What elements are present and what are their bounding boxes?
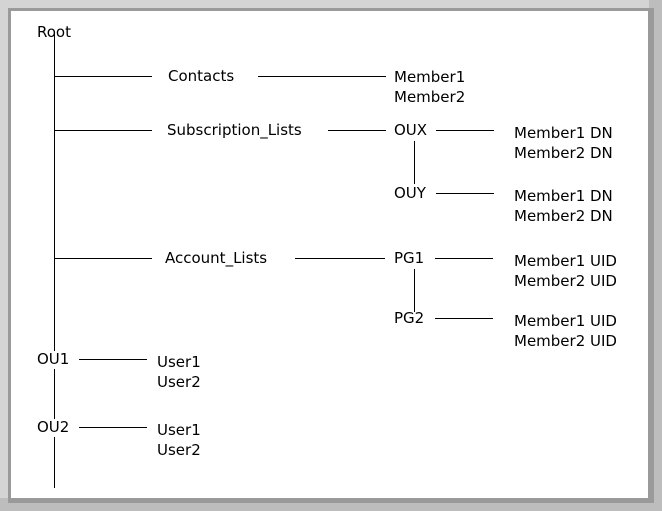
node-pg2: PG2 (394, 309, 425, 327)
frame-bevel-left (0, 0, 8, 511)
node-ou2: OU2 (37, 418, 70, 436)
node-subscription-lists: Subscription_Lists (167, 121, 302, 139)
connector-root-to-contacts (54, 76, 152, 77)
connector-ou1-ou2-spine (54, 369, 55, 419)
leaf-pg2-member1-uid: Member1 UID (514, 312, 617, 330)
connector-subscription-lists-to-oux (328, 130, 386, 131)
connector-pg2-to-members (435, 318, 493, 319)
leaf-pg1-member2-uid: Member2 UID (514, 272, 617, 290)
leaf-contacts-member2: Member2 (394, 88, 466, 106)
leaf-ou1-user1: User1 (157, 353, 201, 371)
leaf-ou2-user1: User1 (157, 421, 201, 439)
node-account-lists: Account_Lists (165, 249, 268, 267)
node-ouy: OUY (394, 184, 426, 202)
node-ou1: OU1 (37, 350, 70, 368)
leaf-pg1-member1-uid: Member1 UID (514, 252, 617, 270)
leaf-oux-member1-dn: Member1 DN (514, 124, 613, 142)
leaf-oux-member2-dn: Member2 DN (514, 144, 613, 162)
leaf-contacts-member1: Member1 (394, 68, 466, 86)
connector-ou1-to-users (79, 359, 147, 360)
connector-pg1-to-pg2 (414, 269, 415, 312)
leaf-ou1-user2: User2 (157, 373, 201, 391)
connector-ouy-to-members (436, 193, 494, 194)
leaf-pg2-member2-uid: Member2 UID (514, 332, 617, 350)
node-contacts: Contacts (168, 67, 235, 85)
connector-oux-to-ouy (414, 141, 415, 184)
connector-root-spine (54, 33, 55, 351)
leaf-ouy-member2-dn: Member2 DN (514, 207, 613, 225)
leaf-ouy-member1-dn: Member1 DN (514, 187, 613, 205)
diagram-canvas: Root Contacts Member1 Member2 Subscripti… (11, 11, 648, 498)
node-oux: OUX (394, 121, 428, 139)
connector-oux-to-members (436, 130, 494, 131)
frame-bevel-top (0, 0, 662, 8)
connector-ou2-tail-spine (54, 437, 55, 488)
leaf-ou2-user2: User2 (157, 441, 201, 459)
connector-root-to-account-lists (54, 258, 152, 259)
connector-pg1-to-members (435, 258, 493, 259)
connector-contacts-to-members (258, 76, 386, 77)
connector-account-lists-to-pg1 (295, 258, 385, 259)
node-pg1: PG1 (394, 249, 425, 267)
connector-ou2-to-users (79, 427, 147, 428)
node-root: Root (37, 23, 71, 41)
connector-root-to-subscription-lists (54, 130, 152, 131)
